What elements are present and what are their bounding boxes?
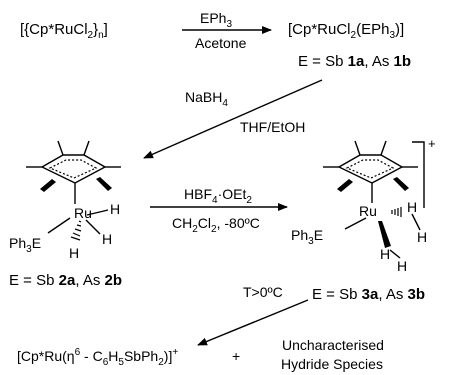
step3-reagent: HBF4·OEt2	[184, 186, 252, 206]
methyl-wedge	[337, 179, 353, 192]
h-h-bond	[411, 213, 421, 231]
compound3-metal: Ru	[359, 203, 377, 219]
step1-reagent: EPh3	[200, 10, 232, 30]
final-other-line1: Uncharacterised	[282, 337, 384, 353]
step1-solvent: Acetone	[195, 35, 247, 51]
cp-ring-aromatic	[345, 159, 395, 179]
methyl	[57, 140, 64, 156]
compound2-structure	[26, 140, 121, 241]
compound3-h: H	[407, 199, 417, 215]
compound3-structure	[323, 140, 425, 259]
compound2-ligand: Ph3E	[9, 235, 41, 255]
compound1-label: E = Sb 1a, As 1b	[298, 53, 411, 70]
step4-condition: T>0ºC	[243, 284, 283, 300]
methyl-wedge	[96, 177, 112, 191]
final-product: [Cp*Ru(η6 - C6H5SbPh2)]+	[17, 347, 178, 368]
methyl	[380, 140, 387, 156]
methyl-wedge	[40, 179, 56, 192]
compound2-metal: Ru	[74, 205, 92, 221]
compound2-h: H	[69, 245, 79, 261]
ru-e-bond	[344, 217, 367, 230]
step4-arrow	[197, 299, 309, 346]
compound2-h: H	[110, 201, 120, 217]
final-plus: +	[232, 348, 240, 364]
ru-h-bond	[85, 219, 101, 235]
methyl-wedge	[393, 177, 409, 191]
product-1: [Cp*RuCl2(EPh3)]	[288, 21, 404, 41]
cp-ring	[337, 154, 404, 184]
compound3-charge: +	[428, 136, 436, 151]
charge-bracket	[412, 141, 425, 208]
final-other-line2: Hydride Species	[281, 356, 383, 372]
compound2-label: E = Sb 2a, As 2b	[9, 272, 122, 289]
cp-ring-aromatic	[48, 159, 98, 179]
methyl	[354, 140, 361, 156]
compound3-h: H	[417, 229, 427, 245]
step3-condition: CH2Cl2, -80ºC	[172, 215, 260, 235]
compound2-h: H	[102, 231, 112, 247]
ru-h2-hash	[391, 207, 402, 217]
h-h-bond	[389, 249, 401, 259]
ru-h-hash	[70, 220, 82, 241]
step2-arrow	[143, 79, 323, 159]
cp-ring	[40, 154, 107, 184]
step2-reagent: NaBH4	[185, 89, 228, 109]
reactant-dimer: [{Cp*RuCl2}n]	[20, 21, 108, 41]
ru-h-wedge	[378, 221, 391, 248]
ru-e-bond	[47, 217, 71, 234]
step2-solvent: THF/EtOH	[240, 119, 305, 135]
compound3-h: H	[397, 258, 407, 274]
methyl	[83, 140, 90, 156]
compound3-label: E = Sb 3a, As 3b	[312, 286, 425, 303]
ru-h-bond	[86, 209, 109, 216]
compound3-ligand: Ph3E	[291, 227, 323, 247]
compound3-h: H	[380, 246, 390, 262]
